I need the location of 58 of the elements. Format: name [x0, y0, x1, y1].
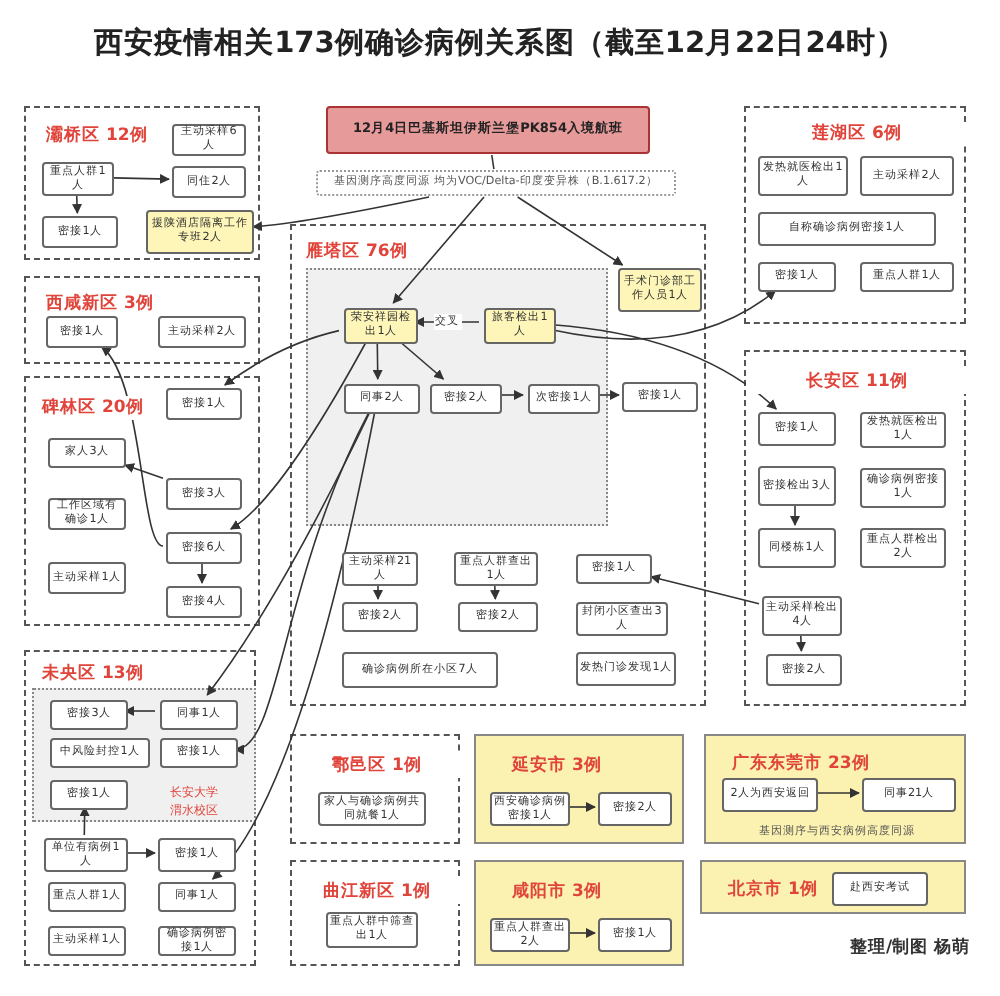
arrow	[650, 574, 760, 605]
arrow	[372, 340, 383, 380]
arrow	[79, 806, 90, 836]
arrow	[126, 848, 156, 858]
arrow	[489, 584, 500, 600]
group-heading: 碑林区 20例	[42, 396, 144, 420]
group-heading: 延安市 3例	[512, 754, 602, 778]
arrow	[552, 324, 777, 410]
arrow	[100, 346, 164, 547]
arrow	[790, 504, 800, 526]
district-panel	[290, 734, 460, 844]
arrow	[72, 194, 82, 214]
arrow	[230, 340, 368, 530]
arrow	[568, 802, 596, 812]
shaded-region	[306, 268, 608, 526]
arrow	[392, 196, 485, 304]
arrow	[211, 410, 376, 880]
arrow	[568, 928, 596, 938]
arrow	[112, 173, 170, 184]
district-panel	[744, 106, 966, 324]
title: 西安疫情相关173例确诊病例关系图（截至12月22日24时）	[92, 24, 908, 62]
city-panel	[474, 734, 684, 844]
district-panel	[24, 106, 260, 260]
group-heading: 广东东莞市 23例	[732, 752, 870, 776]
arrow	[234, 410, 371, 752]
arrow	[552, 290, 777, 340]
group-heading: 西咸新区 3例	[46, 292, 154, 316]
arrow	[206, 410, 372, 696]
city-panel	[704, 734, 966, 844]
arrow	[498, 390, 524, 400]
group-heading: 雁塔区 76例	[306, 240, 408, 264]
city-panel	[474, 860, 684, 966]
group-heading: 灞桥区 12例	[46, 124, 148, 148]
group-heading: 咸阳市 3例	[512, 880, 602, 904]
district-panel	[24, 276, 260, 364]
arrow	[796, 634, 807, 652]
arrow	[373, 584, 383, 600]
city-panel	[700, 860, 966, 914]
arrow	[398, 340, 445, 380]
connector-line	[490, 154, 495, 170]
arrow	[516, 196, 624, 266]
arrow	[224, 329, 340, 386]
arrow	[124, 706, 156, 716]
group-heading: 未央区 13例	[42, 662, 144, 686]
district-panel	[744, 350, 966, 706]
group-heading: 北京市 1例	[728, 878, 818, 902]
credit-text: 整理/制图 杨萌	[850, 936, 971, 960]
arrow	[197, 562, 207, 584]
district-panel	[290, 224, 706, 706]
district-panel	[24, 650, 256, 966]
arrow	[252, 196, 430, 232]
shaded-region	[32, 688, 256, 822]
group-heading: 长安区 11例	[746, 370, 968, 394]
district-panel	[290, 860, 460, 966]
arrow	[124, 463, 164, 480]
district-panel	[24, 376, 260, 626]
arrow	[816, 788, 860, 798]
arrow	[596, 390, 620, 400]
